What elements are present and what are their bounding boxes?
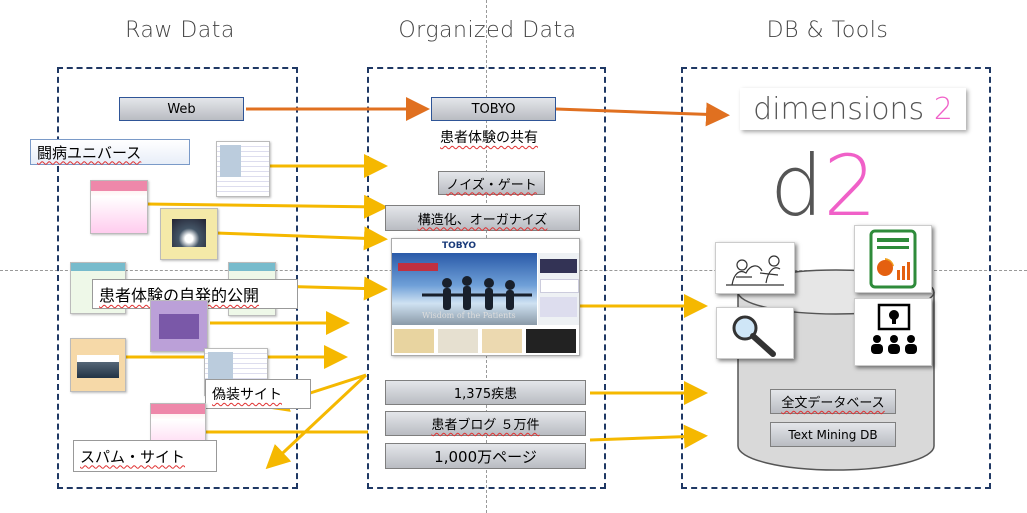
raw-data-panel [57, 67, 298, 489]
logo-text: dimensions [753, 91, 925, 127]
fulltext-db-box: 全文データベース [770, 389, 896, 414]
arrow-raw-2 [145, 194, 388, 219]
report-chart-icon [854, 225, 932, 293]
presenter-icon [854, 298, 932, 366]
pages-count-box: 1,000万ページ [385, 443, 586, 469]
screenshot-tagline: Wisdom of the Patients [422, 311, 516, 320]
header-raw-data: Raw Data [125, 18, 235, 43]
arrow-raw-3 [215, 226, 388, 251]
site-thumbnail-1 [216, 141, 270, 197]
engraving-illustration [715, 242, 795, 294]
sharing-label: 患者体験の共有 [440, 130, 538, 146]
toubyou-universe-label: 闘病ユニバース [30, 139, 190, 165]
blogs-count-box: 患者ブログ ５万件 [385, 411, 586, 436]
spam-site-label: スパム・サイト [73, 440, 217, 472]
orange-arrows [246, 97, 730, 127]
site-thumbnail-7 [70, 338, 126, 392]
text-mining-db-box: Text Mining DB [770, 422, 896, 447]
screenshot-brand: TOBYO [442, 241, 477, 251]
web-box: Web [119, 97, 244, 121]
site-thumbnail-3 [160, 208, 218, 260]
db-tools-panel [681, 67, 991, 489]
dimensions2-logo: dimensions 2 [740, 88, 966, 130]
tobyo-site-screenshot: TOBYO Wisdom of the Patients [391, 238, 580, 356]
fake-site-label: 偽装サイト [205, 379, 311, 409]
header-db-tools: DB & Tools [766, 18, 889, 43]
magnifier-icon [716, 307, 794, 359]
arrow-tobyo-to-dimensions [555, 102, 730, 127]
tobyo-box: TOBYO [431, 97, 556, 121]
yellow-arrows [124, 154, 708, 470]
diseases-count-box: 1,375疾患 [385, 380, 586, 405]
logo-number: 2 [933, 91, 953, 127]
arrow-blogs-to-db [589, 424, 708, 449]
arrow-to-spam-site [265, 373, 368, 470]
site-thumbnail-6 [150, 300, 208, 352]
d2-mark: d2 [770, 137, 877, 235]
structure-box: 構造化、オーガナイズ [385, 205, 580, 231]
header-organized-data: Organized Data [398, 18, 577, 43]
site-thumbnail-2 [90, 180, 148, 234]
noise-gate-box: ノイズ・ゲート [438, 171, 545, 195]
screenshot-people-illustration [398, 263, 532, 310]
